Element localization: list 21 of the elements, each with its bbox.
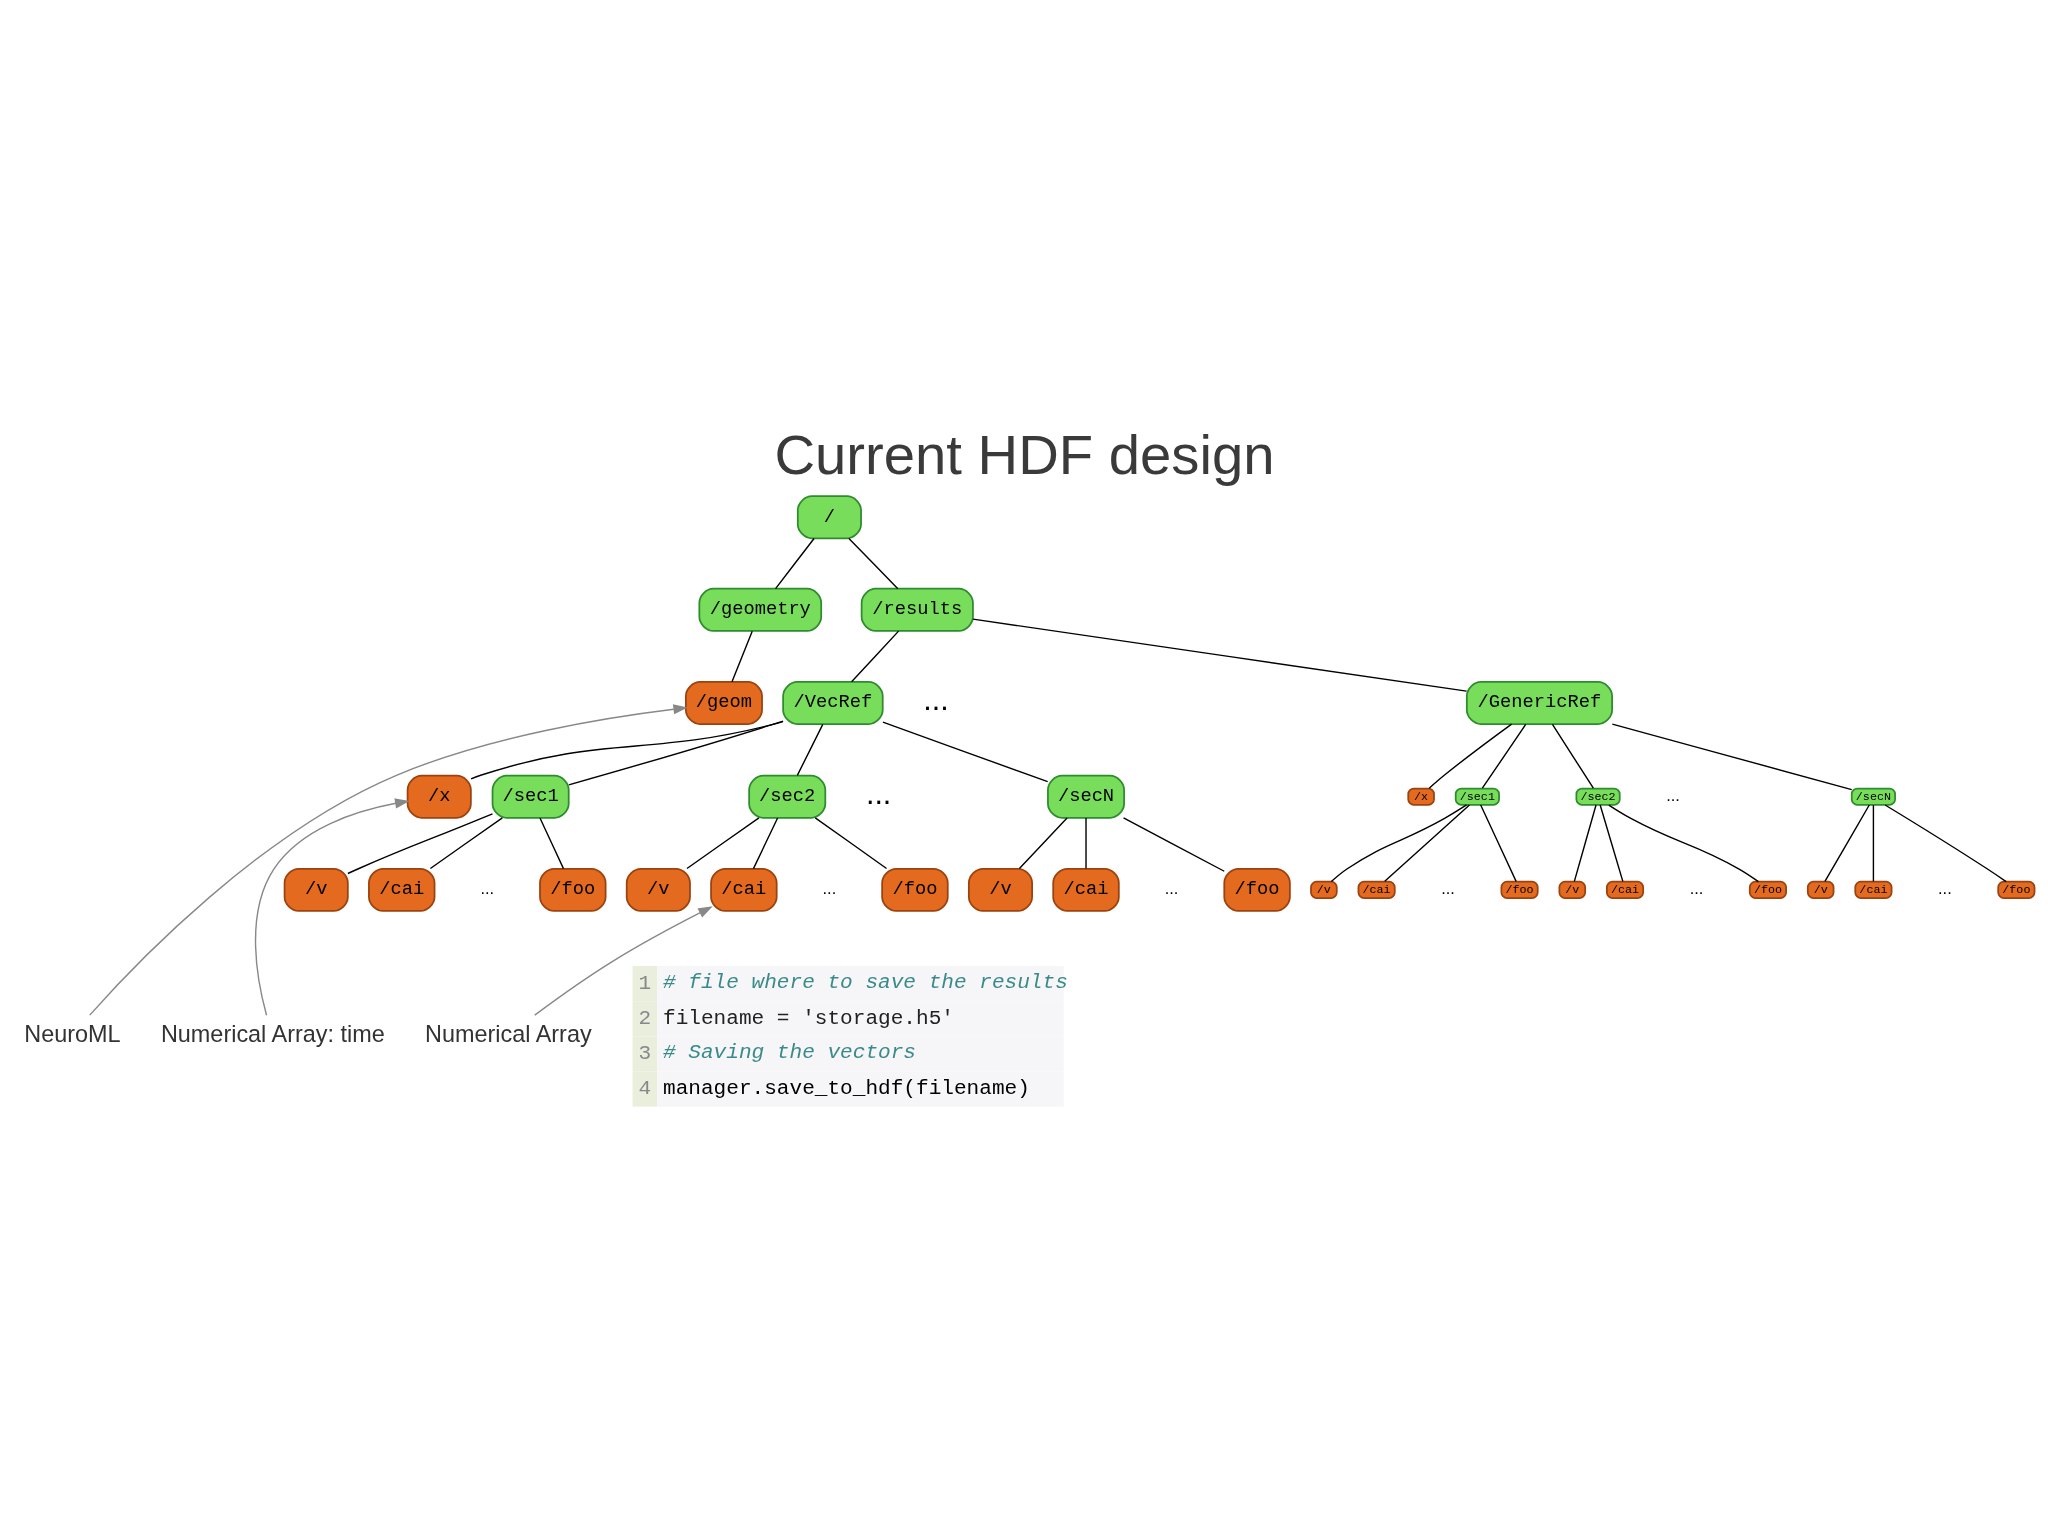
label: ...: [865, 775, 891, 810]
label: ...: [1665, 785, 1680, 804]
label: 2: [637, 1005, 651, 1030]
label: ...: [922, 681, 949, 716]
label: ...: [1937, 878, 1952, 897]
label: manager.save_to_hdf(filename): [662, 1075, 1030, 1100]
label: 4: [637, 1075, 651, 1100]
node-text: Numerical Array: time: [160, 1020, 385, 1047]
label: ...: [1164, 878, 1178, 897]
label: ...: [822, 878, 836, 897]
node-text: Numerical Array: [424, 1020, 592, 1047]
label: ...: [1689, 878, 1703, 897]
label: # Saving the vectors: [662, 1039, 916, 1064]
label: 3: [637, 1040, 651, 1065]
label: ...: [1440, 878, 1455, 897]
node-text: NeuroML: [23, 1020, 121, 1047]
diagram-title: Current HDF design: [773, 422, 1275, 486]
label: 1: [637, 970, 651, 995]
label: # file where to save the results: [662, 969, 1068, 994]
label: ...: [479, 878, 494, 897]
label: filename = 'storage.h5': [662, 1005, 954, 1030]
